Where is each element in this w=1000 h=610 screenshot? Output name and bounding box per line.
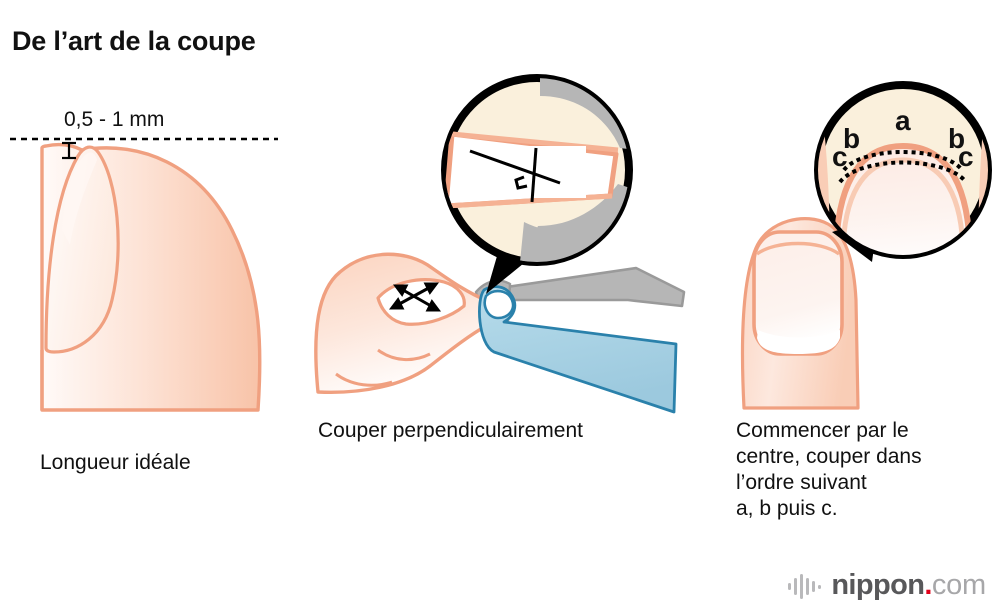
- cross-arrow-icon: [389, 282, 441, 312]
- cut-label-c-left: c: [832, 141, 848, 172]
- clipper-lever: [498, 266, 686, 308]
- cut-label-b-right: b: [948, 123, 966, 154]
- sound-bars-mark-icon: [788, 573, 822, 599]
- magnifier-tail-cut-order: [832, 218, 878, 262]
- logo-wordmark: nippon.com: [831, 571, 986, 600]
- caption-perpendicular: Couper perpendiculairement: [318, 419, 583, 442]
- illustration-ideal-length: [10, 137, 278, 412]
- caption-cut-order: Commencer par le centre, couper dans l’o…: [736, 418, 998, 522]
- measurement-marker: [62, 141, 76, 160]
- magnifier-circle-perpendicular: [441, 74, 633, 266]
- perpendicular-angle-marker: [469, 147, 561, 203]
- nail-clipper: [478, 285, 678, 414]
- cut-label-c-right: c: [958, 141, 974, 172]
- caption-line-3: l’ordre suivant: [736, 471, 867, 494]
- cut-line-dotted-lower: [838, 160, 968, 184]
- cut-line-dotted-upper: [842, 150, 964, 172]
- measurement-label: 0,5 - 1 mm: [64, 108, 165, 131]
- logo-name: nippon: [831, 569, 925, 601]
- caption-ideal-length: Longueur idéale: [40, 451, 191, 474]
- cut-label-a: a: [895, 105, 911, 136]
- logo-tld: com: [931, 569, 986, 601]
- nippon-com-logo[interactable]: nippon.com: [787, 571, 986, 600]
- illustration-perpendicular: [314, 74, 686, 414]
- magnifier-tail: [486, 232, 540, 294]
- page-title: De l’art de la coupe: [12, 26, 256, 57]
- caption-line-4: a, b puis c.: [736, 497, 838, 520]
- cut-label-b-left: b: [843, 123, 861, 154]
- caption-line-2: centre, couper dans: [736, 445, 922, 468]
- caption-line-1: Commencer par le: [736, 419, 909, 442]
- logo-dot: .: [924, 569, 932, 601]
